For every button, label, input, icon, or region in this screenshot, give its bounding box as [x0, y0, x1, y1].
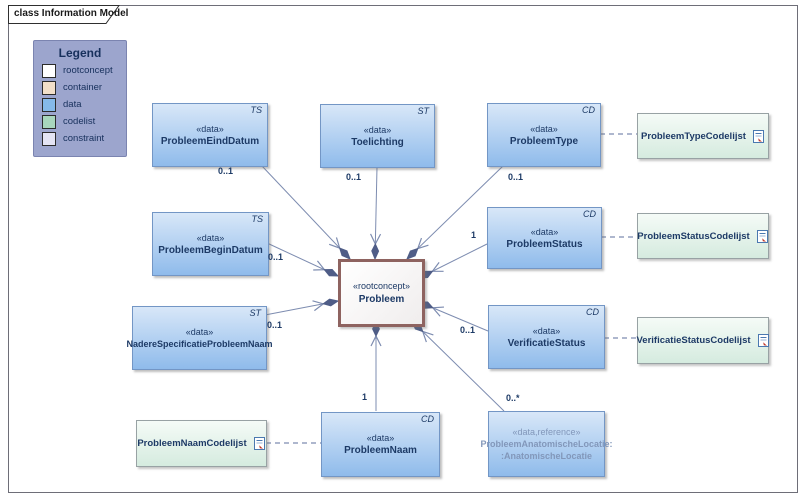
- data-swatch: [42, 97, 56, 112]
- stereotype: «data»: [196, 123, 224, 134]
- class-probleem-anatomische-locatie[interactable]: «data,reference» ProbleemAnatomischeLoca…: [480, 411, 613, 477]
- rootconcept-swatch: [42, 63, 56, 78]
- multiplicity-label: 0..1: [508, 172, 524, 182]
- legend-label: container: [63, 81, 103, 93]
- class-name: ProbleemType: [509, 135, 579, 147]
- multiplicity-label: 0..*: [506, 393, 520, 403]
- multiplicity-label: 0..1: [268, 252, 284, 262]
- link-probleem-status: [419, 243, 488, 278]
- multiplicity-label: 1: [471, 230, 477, 240]
- codelist-name: ProbleemNaamCodelijst: [137, 438, 247, 449]
- legend-title: Legend: [58, 46, 102, 60]
- stereotype: «data»: [530, 226, 559, 237]
- multiplicity-label: 0..1: [346, 172, 362, 182]
- class-probleem-type[interactable]: CD «data» ProbleemType: [487, 103, 601, 167]
- legend-label: constraint: [63, 132, 105, 144]
- codelist-doc-icon: [752, 129, 764, 143]
- multiplicity-label: 1: [362, 392, 368, 402]
- codelist-doc-icon: [757, 334, 769, 347]
- codelist-doc-icon: [756, 229, 768, 243]
- codelist-verificatie-status[interactable]: VerificatieStatusCodelijst: [636, 317, 769, 364]
- constraint-swatch: [42, 131, 56, 146]
- class-name: Probleem: [358, 293, 405, 305]
- link-probleem-type: [407, 165, 504, 259]
- stereotype: «data»: [363, 124, 392, 135]
- legend-label: rootconcept: [63, 64, 113, 76]
- codelist-probleem-status[interactable]: ProbleemStatusCodelijst: [637, 213, 769, 259]
- class-name: ProbleemStatus: [506, 238, 583, 250]
- tag-letter: ST: [417, 106, 429, 116]
- class-probleem-eind-datum[interactable]: TS «data» ProbleemEindDatum: [152, 103, 268, 167]
- class-name-line2: :AnatomischeLocatie: [500, 451, 593, 461]
- link-toelichting: [375, 166, 377, 259]
- tag-letter: CD: [586, 307, 599, 317]
- class-name: NadereSpecificatieProbleemNaam: [126, 338, 273, 349]
- legend-item-rootconcept: rootconcept: [42, 63, 126, 78]
- composition-links: [261, 165, 505, 412]
- link-anatomische-locatie: [412, 321, 505, 412]
- codelist-swatch: [42, 114, 56, 129]
- stereotype: «data»: [532, 325, 561, 336]
- link-verificatie-status: [419, 302, 489, 332]
- multiplicity-label: 0..1: [460, 325, 476, 335]
- stereotype: «rootconcept»: [352, 280, 411, 291]
- class-probleem-root[interactable]: «rootconcept» Probleem: [338, 259, 425, 327]
- class-name: ProbleemEindDatum: [160, 135, 260, 147]
- class-toelichting[interactable]: ST «data» Toelichting: [320, 104, 435, 168]
- class-name: Toelichting: [351, 136, 404, 148]
- class-name: ProbleemNaam: [344, 445, 417, 456]
- class-probleem-begin-datum[interactable]: TS «data» ProbleemBeginDatum: [152, 212, 269, 276]
- legend-label: data: [63, 98, 82, 110]
- stereotype: «data»: [196, 232, 225, 243]
- diagram-tab: [8, 5, 120, 24]
- diagram-title: class Information Model: [14, 8, 129, 19]
- legend-item-data: data: [42, 97, 126, 112]
- class-verificatie-status[interactable]: CD «data» VerificatieStatus: [488, 305, 605, 369]
- link-eind-datum: [261, 165, 350, 259]
- legend-item-constraint: constraint: [42, 131, 126, 146]
- stereotype: «data,reference»: [512, 427, 581, 437]
- tag-letter: CD: [583, 209, 596, 219]
- container-swatch: [42, 80, 56, 95]
- stereotype: «data»: [185, 326, 214, 337]
- multiplicity-label: 0..1: [267, 320, 283, 330]
- tag-letter: TS: [250, 105, 262, 115]
- class-nadere-specificatie-probleem-naam[interactable]: ST «data» NadereSpecificatieProbleemNaam: [126, 306, 273, 370]
- codelist-probleem-naam[interactable]: ProbleemNaamCodelijst: [136, 420, 267, 467]
- codelist-name: VerificatieStatusCodelijst: [636, 335, 751, 346]
- codelist-name: ProbleemStatusCodelijst: [637, 230, 750, 242]
- link-nadere-specificatie: [264, 301, 338, 316]
- multiplicity-label: 0..1: [218, 166, 234, 176]
- tag-letter: TS: [251, 214, 263, 224]
- link-begin-datum: [266, 242, 338, 276]
- class-name: VerificatieStatus: [507, 337, 586, 349]
- class-probleem-naam[interactable]: CD «data» ProbleemNaam: [321, 412, 440, 477]
- stereotype: «data»: [530, 123, 558, 134]
- codelist-links: [266, 133, 637, 444]
- codelist-doc-icon: [253, 437, 265, 450]
- class-probleem-status[interactable]: CD «data» ProbleemStatus: [487, 207, 602, 269]
- tag-letter: ST: [249, 308, 261, 318]
- stereotype: «data»: [366, 433, 395, 443]
- legend-item-codelist: codelist: [42, 114, 126, 129]
- tag-letter: CD: [582, 105, 595, 115]
- legend-label: codelist: [63, 115, 96, 127]
- class-name: ProbleemAnatomischeLocatie:: [480, 439, 613, 449]
- diagram-frame: [8, 5, 798, 493]
- legend: Legend rootconcept container data codeli…: [33, 40, 127, 157]
- class-name: ProbleemBeginDatum: [158, 244, 263, 256]
- tag-letter: CD: [421, 414, 434, 424]
- codelist-name: ProbleemTypeCodelijst: [641, 130, 746, 142]
- legend-item-container: container: [42, 80, 126, 95]
- codelist-probleem-type[interactable]: ProbleemTypeCodelijst: [637, 113, 769, 159]
